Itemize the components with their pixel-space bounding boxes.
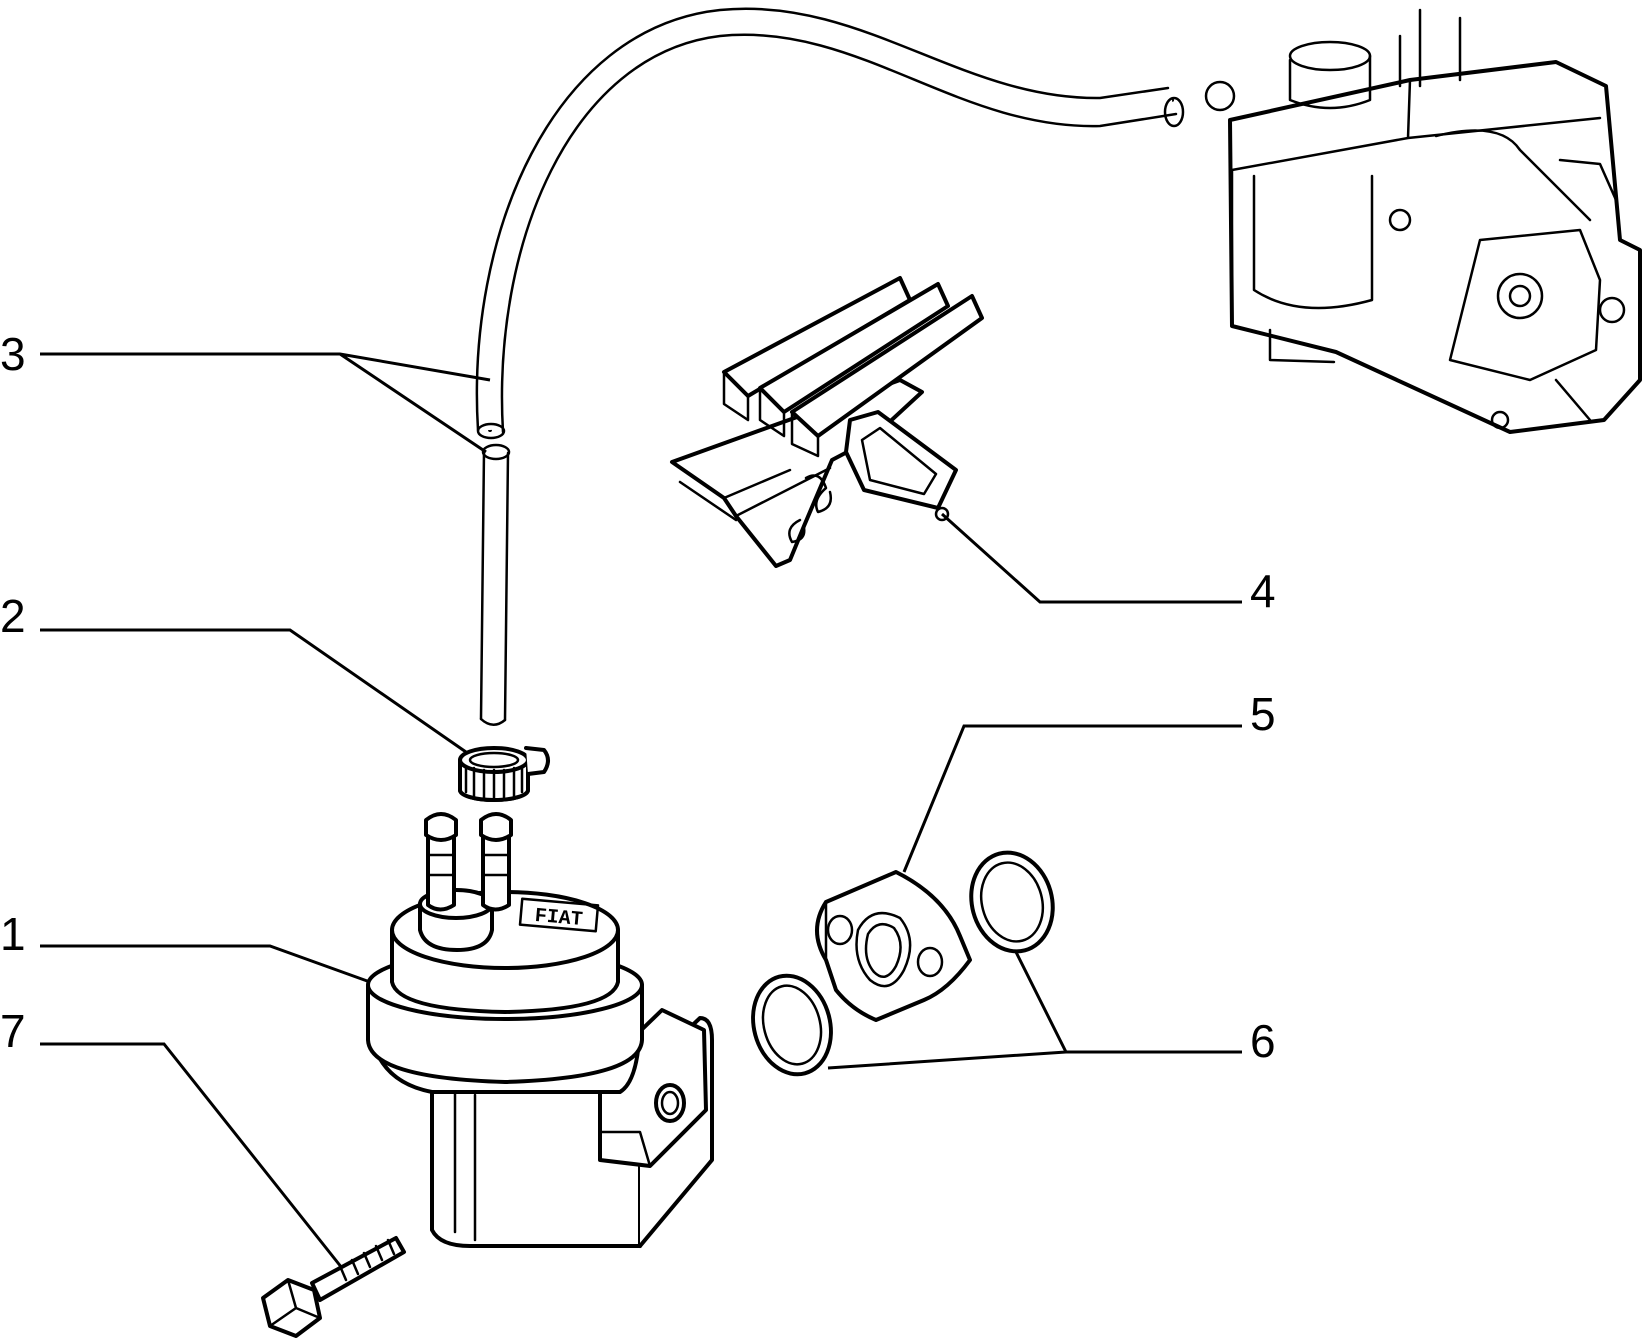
mounting-bolt <box>261 1236 406 1338</box>
leader-1 <box>40 944 371 984</box>
pump-brand-mark: FIAT <box>534 905 584 932</box>
fuel-pump: FIAT <box>366 812 714 1248</box>
flange-spacer <box>815 870 972 1022</box>
callout-6: 6 <box>1250 1015 1276 1067</box>
callout-3: 3 <box>0 328 26 380</box>
leader-2 <box>40 628 467 754</box>
carburetor <box>1204 8 1642 434</box>
callout-4: 4 <box>1250 565 1276 617</box>
callout-1: 1 <box>0 908 26 960</box>
leader-lines <box>40 352 1242 1269</box>
fuel-hose <box>475 7 1185 726</box>
callout-2: 2 <box>0 590 26 642</box>
callout-7: 7 <box>0 1005 26 1057</box>
leader-5 <box>902 724 1242 873</box>
leader-6 <box>827 951 1242 1070</box>
leader-7 <box>40 1042 344 1269</box>
hose-clamp <box>458 746 550 802</box>
leader-3 <box>40 352 491 454</box>
heat-shield-bracket <box>670 276 984 568</box>
callout-5: 5 <box>1250 688 1276 740</box>
leader-4 <box>940 512 1242 604</box>
callout-labels: 3 2 4 5 1 7 6 <box>0 328 1276 1067</box>
gasket-pair <box>751 850 1055 1077</box>
